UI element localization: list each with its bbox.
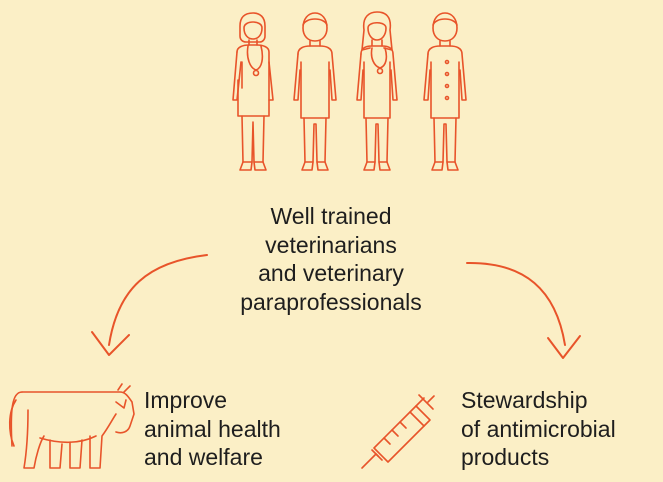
right-outcome-line: Stewardship bbox=[461, 387, 588, 413]
right-outcome-line: of antimicrobial bbox=[461, 415, 616, 442]
right-outcome-label: Stewardship of antimicrobial products bbox=[461, 386, 616, 472]
left-outcome-label: Improve animal health and welfare bbox=[144, 386, 281, 472]
left-outcome-line: Improve bbox=[144, 387, 228, 413]
center-label-line: Well trained bbox=[270, 203, 392, 229]
center-label-line: and veterinary bbox=[258, 260, 404, 286]
person-vet-woman-icon bbox=[232, 12, 274, 171]
arrow-right-icon bbox=[466, 261, 581, 359]
person-man-icon bbox=[293, 12, 337, 171]
person-man-coat-icon bbox=[423, 12, 467, 171]
people-group-icon bbox=[232, 11, 467, 171]
center-label: Well trained veterinarians and veterinar… bbox=[196, 202, 466, 316]
right-outcome-line: products bbox=[461, 444, 550, 470]
left-outcome-line: animal health bbox=[144, 415, 281, 442]
arrow-left-icon bbox=[91, 254, 208, 356]
cow-icon bbox=[8, 383, 135, 469]
center-label-line: paraprofessionals bbox=[240, 288, 422, 315]
person-vet-woman-longhair-icon bbox=[356, 11, 398, 171]
left-outcome-line: and welfare bbox=[144, 444, 263, 470]
syringe-icon bbox=[361, 394, 435, 469]
center-label-line: veterinarians bbox=[265, 231, 397, 258]
